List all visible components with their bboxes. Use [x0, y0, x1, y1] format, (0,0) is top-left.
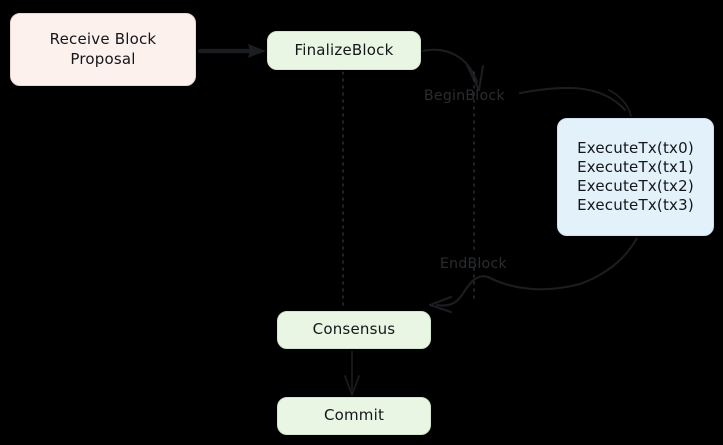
- edge-executetx-to-consensus: [428, 236, 639, 314]
- edge-consensus-to-commit: [344, 350, 360, 396]
- node-label-line: Receive Block: [49, 30, 157, 49]
- node-label-line: ExecuteTx(tx2): [577, 177, 694, 195]
- node-label-line: FinalizeBlock: [294, 40, 394, 59]
- edge-label-begin-block: BeginBlock: [424, 88, 505, 104]
- node-label-line: ExecuteTx(tx0): [577, 138, 694, 157]
- node-label-line: Consensus: [312, 320, 396, 339]
- edge-receive-to-finalize: [197, 44, 266, 58]
- edge-beginblock-to-executetx: [518, 86, 632, 117]
- node-commit[interactable]: Commit: [277, 397, 431, 435]
- node-finalize-block[interactable]: FinalizeBlock: [267, 31, 421, 70]
- edge-finalize-to-beginblock: [420, 48, 485, 92]
- node-receive-block-proposal[interactable]: Receive Block Proposal: [10, 13, 196, 86]
- node-label-line: Proposal: [70, 49, 136, 68]
- edge-label-end-block: EndBlock: [440, 256, 507, 272]
- node-label-line: Commit: [323, 406, 385, 425]
- node-execute-tx[interactable]: ExecuteTx(tx0) ExecuteTx(tx1) ExecuteTx(…: [557, 118, 714, 236]
- node-label-line: ExecuteTx(tx1): [577, 157, 694, 176]
- node-consensus[interactable]: Consensus: [277, 311, 431, 349]
- node-label-line: ExecuteTx(tx3): [577, 196, 694, 215]
